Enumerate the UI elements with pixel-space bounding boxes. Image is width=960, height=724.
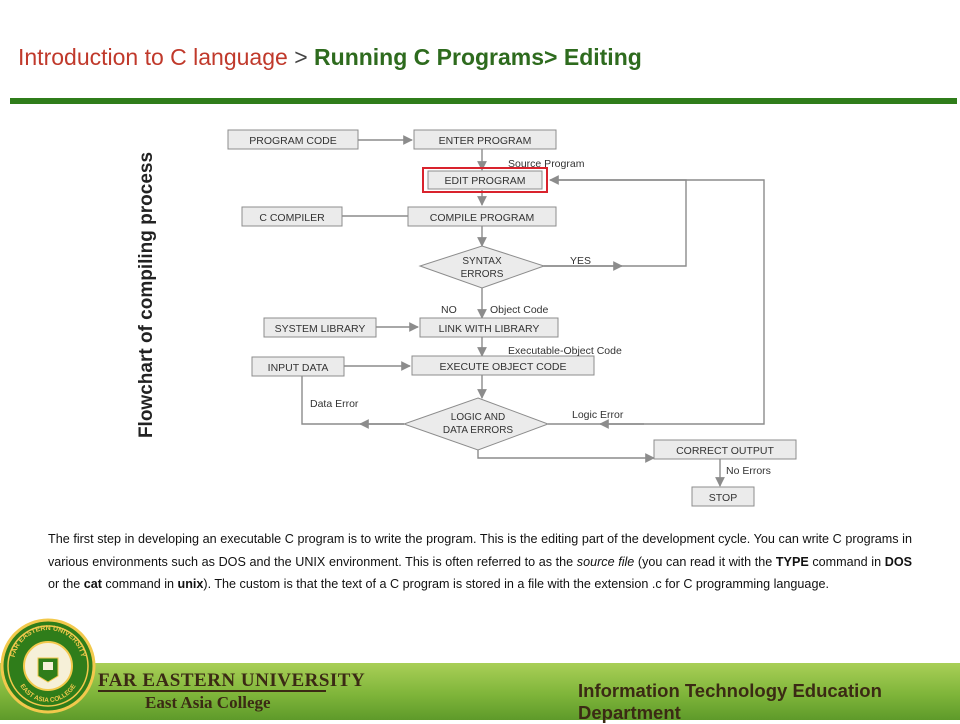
label-logic-error: Logic Error bbox=[572, 409, 624, 421]
university-seal-icon: FAR EASTERN UNIVERSITY EAST ASIA COLLEGE bbox=[0, 618, 96, 714]
title-part-running: Running C Programs> Editing bbox=[314, 44, 642, 70]
svg-text:STOP: STOP bbox=[709, 492, 737, 504]
svg-text:COMPILE PROGRAM: COMPILE PROGRAM bbox=[430, 212, 534, 224]
title-separator: > bbox=[294, 44, 308, 70]
edge-labels: Source Program YES NO Object Code Execut… bbox=[310, 158, 771, 477]
node-logic-data-errors: LOGIC AND DATA ERRORS bbox=[402, 397, 550, 451]
node-syntax-errors: SYNTAX ERRORS bbox=[418, 245, 546, 289]
svg-text:LOGIC AND: LOGIC AND bbox=[451, 412, 505, 423]
label-yes: YES bbox=[570, 255, 591, 267]
svg-text:SYSTEM LIBRARY: SYSTEM LIBRARY bbox=[275, 323, 366, 335]
title-part-intro: Introduction to C language bbox=[18, 44, 288, 70]
flow-connectors bbox=[301, 135, 765, 487]
node-enter-program: ENTER PROGRAM bbox=[413, 129, 557, 150]
label-data-error: Data Error bbox=[310, 398, 359, 410]
node-stop: STOP bbox=[691, 486, 755, 507]
slide-title: Introduction to C language > Running C P… bbox=[18, 44, 642, 71]
edge-logic-to-output bbox=[477, 448, 655, 463]
compile-flowchart: PROGRAM CODE ENTER PROGRAM EDIT PROGRAM … bbox=[227, 129, 797, 507]
svg-text:EDIT PROGRAM: EDIT PROGRAM bbox=[445, 175, 526, 187]
node-compile-program: COMPILE PROGRAM bbox=[407, 206, 557, 227]
node-input-data: INPUT DATA bbox=[251, 356, 345, 377]
node-program-code: PROGRAM CODE bbox=[227, 129, 359, 150]
svg-text:EXECUTE OBJECT CODE: EXECUTE OBJECT CODE bbox=[440, 361, 567, 373]
college-name: East Asia College bbox=[145, 693, 271, 712]
label-executable-object-code: Executable-Object Code bbox=[508, 345, 622, 357]
title-underline bbox=[10, 98, 957, 104]
node-c-compiler: C COMPILER bbox=[241, 206, 343, 227]
svg-text:SYNTAX: SYNTAX bbox=[462, 256, 502, 267]
svg-text:C COMPILER: C COMPILER bbox=[259, 212, 325, 224]
description-paragraph: The first step in developing an executab… bbox=[48, 532, 913, 591]
svg-text:ENTER PROGRAM: ENTER PROGRAM bbox=[439, 135, 532, 147]
label-no-errors: No Errors bbox=[726, 465, 771, 477]
svg-text:ERRORS: ERRORS bbox=[461, 269, 504, 280]
edge-syntax-yes-loop bbox=[544, 175, 687, 267]
svg-text:PROGRAM CODE: PROGRAM CODE bbox=[249, 135, 337, 147]
node-link-with-library: LINK WITH LIBRARY bbox=[419, 317, 559, 338]
svg-text:LINK WITH LIBRARY: LINK WITH LIBRARY bbox=[439, 323, 540, 335]
edge-logic-error-loop bbox=[548, 179, 765, 425]
node-edit-program: EDIT PROGRAM bbox=[422, 167, 548, 193]
node-correct-output: CORRECT OUTPUT bbox=[653, 439, 797, 460]
node-system-library: SYSTEM LIBRARY bbox=[263, 317, 377, 338]
svg-text:INPUT DATA: INPUT DATA bbox=[268, 362, 329, 374]
svg-text:DATA ERRORS: DATA ERRORS bbox=[443, 425, 514, 436]
label-object-code: Object Code bbox=[490, 304, 549, 316]
university-name: FAR EASTERN UNIVERSITY bbox=[98, 670, 366, 691]
department-name: Information Technology Education Departm… bbox=[578, 680, 882, 723]
university-underline bbox=[98, 690, 326, 692]
label-no: NO bbox=[441, 304, 457, 316]
node-execute-object-code: EXECUTE OBJECT CODE bbox=[411, 355, 595, 376]
label-source-program: Source Program bbox=[508, 158, 585, 170]
svg-text:CORRECT OUTPUT: CORRECT OUTPUT bbox=[676, 445, 774, 457]
